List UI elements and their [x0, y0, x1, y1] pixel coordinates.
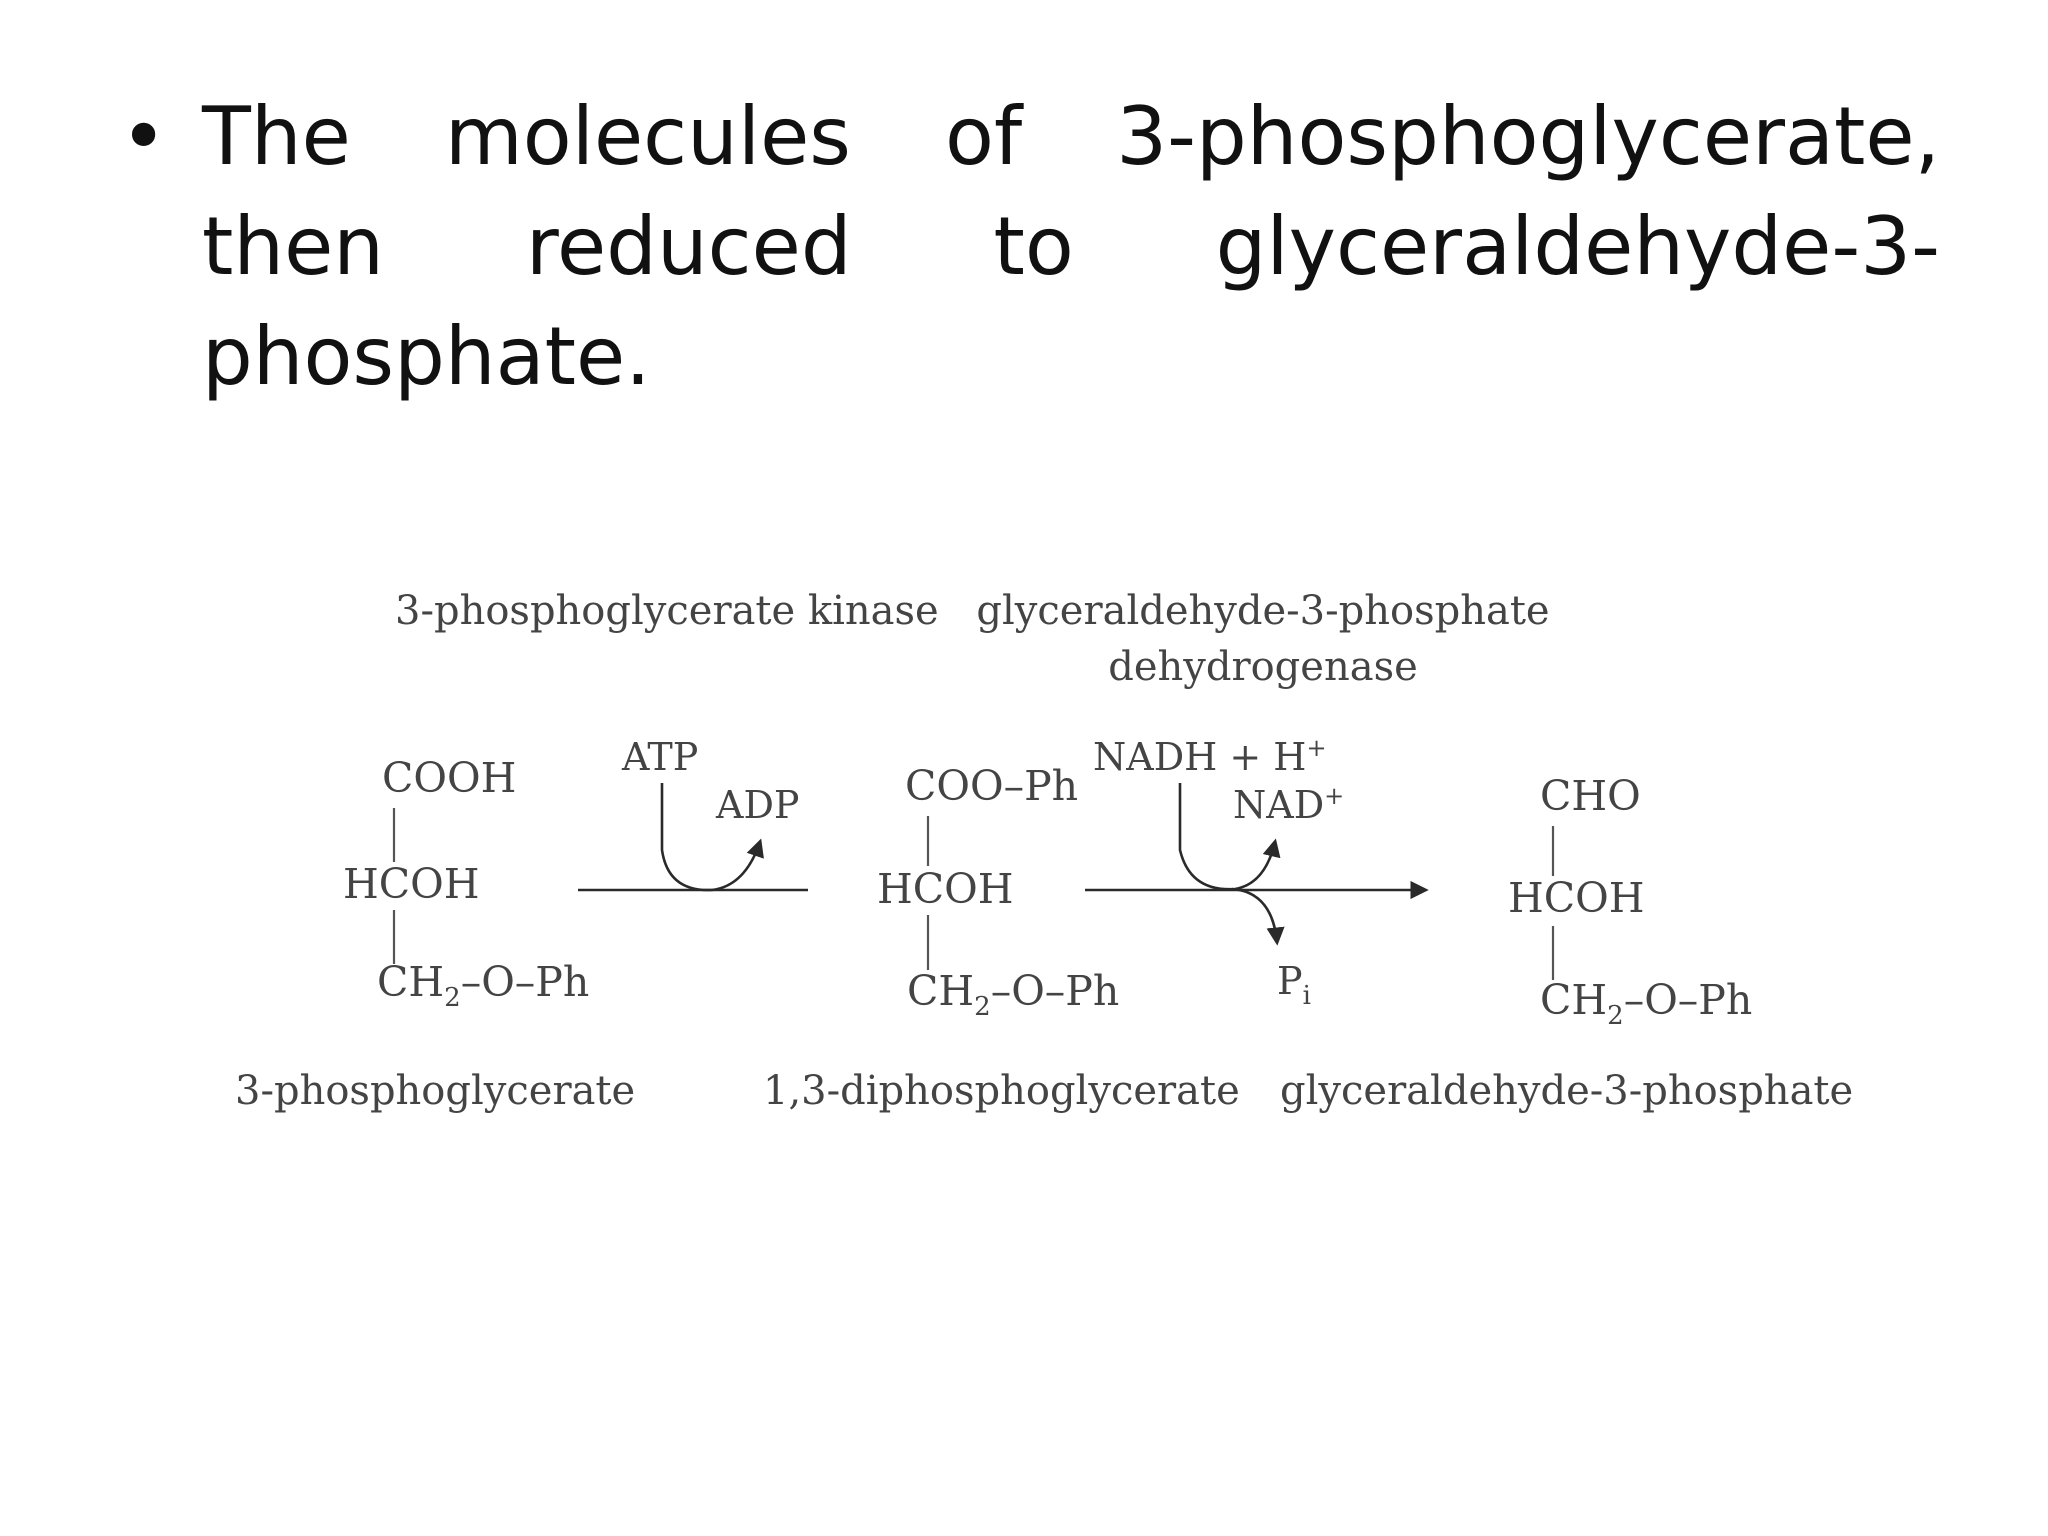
- kinase-enzyme-label: 3-phosphoglycerate kinase: [395, 588, 939, 634]
- compound-3-phosphoglycerate: COOH HCOH CH2–O–Ph: [343, 754, 589, 1013]
- c2-top-group: COO–Ph: [905, 762, 1078, 810]
- pi-label: Pi: [1277, 959, 1311, 1011]
- bullet-text: The molecules of 3-phosphoglycerate, the…: [202, 90, 1940, 403]
- reaction-arrow-kinase: ATP ADP: [578, 735, 808, 892]
- c3-top-group: CHO: [1540, 772, 1641, 820]
- atp-label: ATP: [621, 735, 698, 779]
- compound-1-3-diphosphoglycerate: COO–Ph HCOH CH2–O–Ph: [877, 762, 1119, 1022]
- c3-bottom-group: CH2–O–Ph: [1540, 976, 1752, 1031]
- bullet-dot: •: [120, 90, 168, 183]
- reaction-arrow-dehydrogenase: NADH + H+ NAD+ Pi: [1085, 734, 1429, 1011]
- adp-label: ADP: [715, 783, 799, 827]
- atp-adp-curved-arrow: [660, 783, 764, 892]
- bullet-point: • The molecules of 3-phosphoglycerate, t…: [120, 82, 1940, 412]
- pi-release-arrow: [1231, 887, 1285, 946]
- dehydrogenase-enzyme-label-line2: dehydrogenase: [1108, 644, 1418, 690]
- dehydrogenase-enzyme-label-line1: glyceraldehyde-3-phosphate: [976, 588, 1549, 634]
- c1-bottom-group: CH2–O–Ph: [377, 958, 589, 1013]
- compound-glyceraldehyde-3-phosphate: CHO HCOH CH2–O–Ph: [1508, 772, 1752, 1031]
- compound-name-3-phosphoglycerate: 3-phosphoglycerate: [235, 1068, 635, 1114]
- c1-middle-group: HCOH: [343, 860, 480, 908]
- c2-bottom-group: CH2–O–Ph: [907, 967, 1119, 1022]
- c1-top-group: COOH: [382, 754, 516, 802]
- compound-name-1-3-diphosphoglycerate: 1,3-diphosphoglycerate: [763, 1068, 1240, 1114]
- c3-middle-group: HCOH: [1508, 874, 1645, 922]
- compound-name-glyceraldehyde-3-phosphate: glyceraldehyde-3-phosphate: [1280, 1068, 1853, 1114]
- c2-middle-group: HCOH: [877, 865, 1014, 913]
- nad-label: NAD+: [1233, 782, 1344, 827]
- nadh-label: NADH + H+: [1093, 734, 1327, 779]
